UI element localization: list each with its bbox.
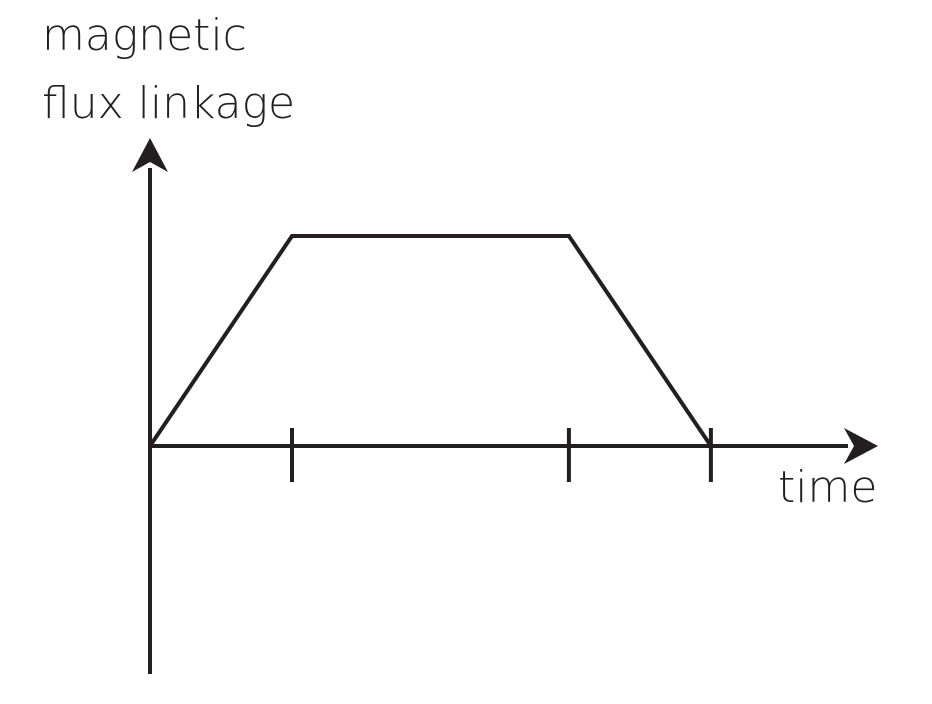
flux-linkage-series-line [148,234,713,448]
y-axis-label-line-2: flux linkage [42,78,295,129]
x-axis-label: time [778,462,877,513]
y-axis-label-line-1: magnetic [42,10,247,61]
y-axis-arrow-icon [132,138,168,172]
x-axis-arrow-icon [844,428,878,464]
x-axis-ticks [290,428,713,482]
